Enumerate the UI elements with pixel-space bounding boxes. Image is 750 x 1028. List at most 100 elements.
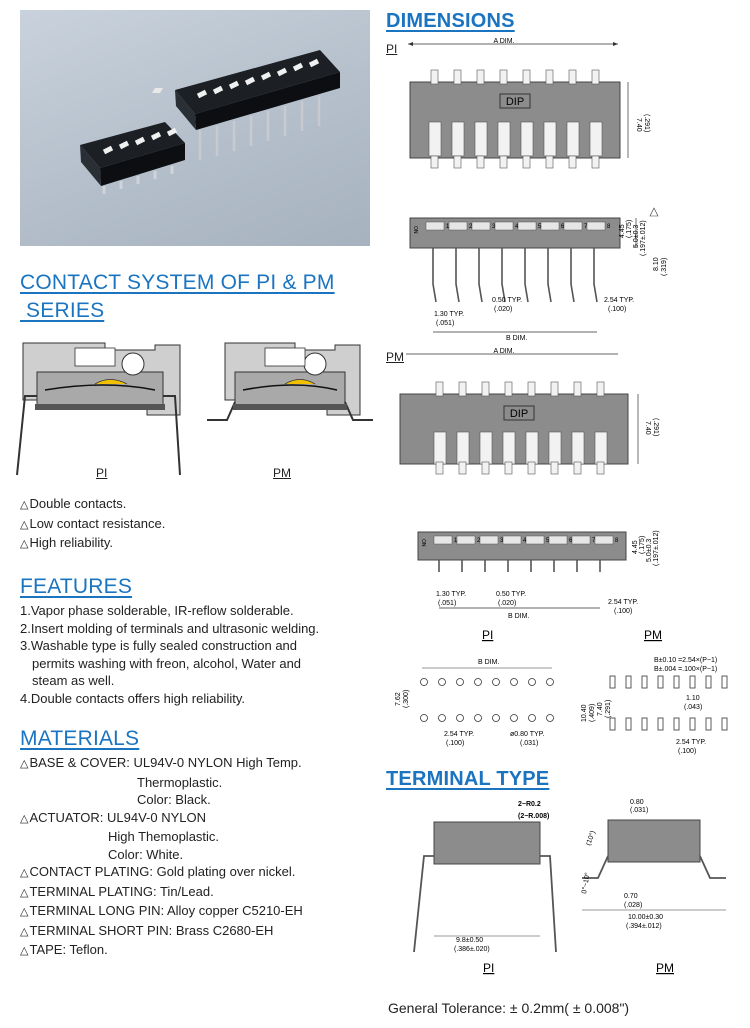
svg-text:2−R0.2: 2−R0.2 bbox=[518, 801, 541, 808]
svg-text:A DIM.: A DIM. bbox=[493, 348, 514, 355]
svg-text:(.043): (.043) bbox=[684, 704, 702, 711]
material-item: △TERMINAL SHORT PIN: Brass C2680-EH bbox=[20, 922, 303, 942]
svg-text:6: 6 bbox=[569, 538, 573, 544]
svg-text:2.54 TYP.: 2.54 TYP. bbox=[444, 731, 474, 738]
svg-text:1: 1 bbox=[446, 224, 450, 230]
svg-text:7.40: 7.40 bbox=[644, 421, 651, 435]
triangle-icon: △ bbox=[20, 758, 29, 770]
product-photo bbox=[20, 10, 370, 246]
svg-text:0.50 TYP.: 0.50 TYP. bbox=[492, 297, 522, 304]
svg-text:(.100): (.100) bbox=[678, 748, 696, 755]
contact-label-pm: PM bbox=[273, 466, 291, 480]
svg-text:5: 5 bbox=[546, 538, 550, 544]
contact-bullets: △Double contacts. △Low contact resistanc… bbox=[20, 495, 165, 554]
triangle-icon: △ bbox=[20, 925, 29, 938]
svg-text:7: 7 bbox=[584, 224, 588, 230]
pi-top-pins bbox=[430, 69, 600, 85]
svg-text:(.291): (.291) bbox=[643, 114, 650, 132]
contact-diagram-pm bbox=[205, 340, 380, 440]
material-item: Color: Black. bbox=[137, 792, 211, 807]
svg-text:8.10: 8.10 bbox=[653, 257, 660, 271]
svg-text:5: 5 bbox=[538, 224, 542, 230]
svg-text:B DIM.: B DIM. bbox=[508, 613, 529, 620]
svg-text:(.409): (.409) bbox=[589, 704, 596, 722]
feature-item: 1.Vapor phase solderable, IR-reflow sold… bbox=[20, 603, 294, 618]
triangle-icon: △ bbox=[20, 538, 29, 550]
svg-text:0.70: 0.70 bbox=[624, 893, 638, 900]
svg-text:B DIM.: B DIM. bbox=[478, 659, 499, 666]
svg-text:ø0.80 TYP.: ø0.80 TYP. bbox=[510, 731, 544, 738]
svg-text:ON: ON bbox=[420, 539, 426, 547]
material-item: Color: White. bbox=[108, 846, 184, 862]
triangle-icon: △ bbox=[20, 945, 29, 957]
dim-label-pi: PI bbox=[386, 42, 398, 56]
material-item: △ACTUATOR: UL94V-0 NYLON bbox=[20, 809, 303, 829]
pm-top-pins bbox=[435, 381, 605, 397]
svg-text:(.386±.020): (.386±.020) bbox=[454, 946, 490, 953]
material-item: △BASE & COVER: UL94V-0 NYLON High Temp. bbox=[20, 754, 303, 774]
svg-text:7.40: 7.40 bbox=[635, 118, 642, 132]
triangle-icon: △ bbox=[20, 518, 29, 531]
material-item: △TERMINAL LONG PIN: Alloy copper C5210-E… bbox=[20, 902, 303, 922]
pi-bottom-pins bbox=[430, 155, 600, 169]
feature-item: 4.Double contacts offers high reliabilit… bbox=[20, 690, 245, 706]
pi-footprint-label: PI bbox=[482, 628, 493, 642]
svg-text:3: 3 bbox=[492, 224, 496, 230]
bullet-item: △Double contacts. bbox=[20, 495, 165, 515]
bullet-item: △High reliability. bbox=[20, 534, 165, 554]
terminal-type-title: TERMINAL TYPE bbox=[386, 768, 550, 790]
svg-text:DIP: DIP bbox=[510, 408, 528, 420]
svg-text:B DIM.: B DIM. bbox=[506, 335, 527, 342]
svg-text:1.10: 1.10 bbox=[686, 695, 700, 702]
switch-8pos-image bbox=[152, 50, 340, 160]
dimensions-title: DIMENSIONS bbox=[386, 10, 515, 32]
svg-text:7: 7 bbox=[592, 538, 596, 544]
dim-label-pm: PM bbox=[386, 350, 404, 364]
svg-text:(.051): (.051) bbox=[438, 600, 456, 607]
svg-text:B±0.10 =2.54×(P−1): B±0.10 =2.54×(P−1) bbox=[654, 657, 717, 664]
svg-text:0°~10°: 0°~10° bbox=[580, 872, 592, 895]
pm-bottom-pins bbox=[435, 461, 605, 475]
svg-text:(2−R.008): (2−R.008) bbox=[518, 813, 549, 820]
svg-text:0.80: 0.80 bbox=[630, 799, 644, 806]
triangle-icon: △ bbox=[20, 812, 29, 825]
svg-text:7.62: 7.62 bbox=[395, 692, 402, 706]
svg-text:2.54 TYP.: 2.54 TYP. bbox=[676, 739, 706, 746]
material-item: Thermoplastic. bbox=[137, 774, 223, 790]
material-item: High Themoplastic. bbox=[108, 829, 220, 844]
svg-text:9.8±0.50: 9.8±0.50 bbox=[456, 937, 483, 944]
svg-text:(.020): (.020) bbox=[494, 306, 512, 313]
terminal-label-pm: PM bbox=[656, 961, 674, 975]
svg-text:8: 8 bbox=[615, 538, 619, 544]
features-list: 1.Vapor phase solderable, IR-reflow sold… bbox=[20, 602, 319, 707]
svg-text:(.300): (.300) bbox=[403, 690, 410, 708]
footprint-drawings: B DIM. 7.62 (.300) 2.54 TYP. (.100) ø0.8… bbox=[395, 657, 728, 755]
triangle-icon: △ bbox=[20, 499, 29, 511]
material-item: △TERMINAL PLATING: Tin/Lead. bbox=[20, 883, 303, 903]
switch-5pos-image bbox=[80, 122, 185, 194]
svg-text:8: 8 bbox=[607, 224, 611, 230]
svg-text:(.100): (.100) bbox=[614, 608, 632, 615]
general-tolerance: General Tolerance: ± 0.2mm( ± 0.008") bbox=[388, 1000, 630, 1016]
svg-text:7.40: 7.40 bbox=[597, 702, 604, 716]
material-item: △CONTACT PLATING: Gold plating over nick… bbox=[20, 863, 303, 883]
feature-item: permits washing with freon, alcohol, Wat… bbox=[32, 655, 302, 671]
svg-text:(.100): (.100) bbox=[446, 740, 464, 747]
svg-text:(.020): (.020) bbox=[498, 600, 516, 607]
svg-text:ON: ON bbox=[412, 226, 418, 234]
pm-side-switches bbox=[433, 535, 614, 545]
svg-text:5.0±0.3: 5.0±0.3 bbox=[633, 225, 640, 248]
materials-title: MATERIALS bbox=[20, 727, 140, 750]
features-title: FEATURES bbox=[20, 575, 133, 598]
triangle-icon: △ bbox=[20, 886, 29, 899]
svg-text:5.0±0.3: 5.0±0.3 bbox=[646, 539, 653, 562]
pi-side-switches bbox=[425, 221, 606, 231]
svg-text:2.54 TYP.: 2.54 TYP. bbox=[604, 297, 634, 304]
triangle-icon: △ bbox=[20, 906, 29, 918]
svg-text:(.197±.012): (.197±.012) bbox=[653, 530, 660, 566]
svg-text:(.100): (.100) bbox=[608, 306, 626, 313]
svg-text:(.175): (.175) bbox=[639, 536, 646, 554]
